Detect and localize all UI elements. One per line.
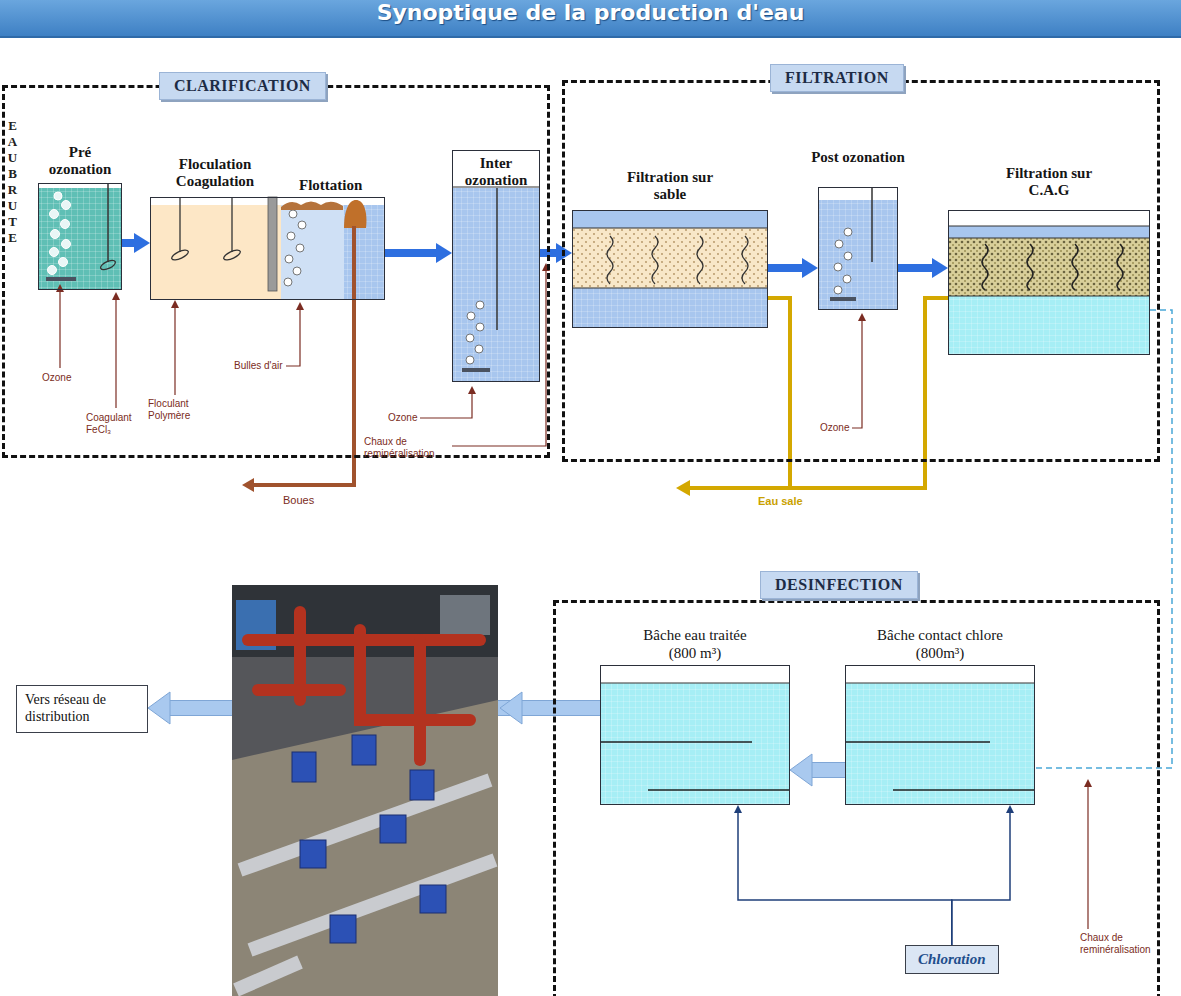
tank-heading: Bâche contact chlore (800m³) [865,626,1015,662]
sludge-label: Boues [283,494,314,506]
flow-connector [734,805,952,945]
section-frame: FILTRATIONFiltration sur sablePost ozona… [562,80,1160,462]
dosing-label: Coagulant FeCl₃ [86,412,144,436]
dosing-label: Chaux de reminéralisation [1080,932,1168,956]
box-label: Vers réseau de distribution [25,692,139,726]
connector-line [738,812,952,945]
connector-line [952,812,1010,945]
storage-tank: Bâche contact chlore (800m³) [845,665,1035,805]
connector-line [768,264,803,272]
flow-connector [1035,310,1172,768]
flow-connector [790,754,845,786]
flow-connector [768,258,818,278]
arrow-head [790,754,812,786]
dosing-label: Floculant Polymère [148,398,214,422]
dosing-label: Chaux de reminéralisation [364,436,452,460]
flow-connector [122,233,150,253]
flow-connector [898,258,948,278]
ozonation-tank: Inter ozonation [452,150,540,382]
arrow-head [148,692,170,724]
connector-line [811,763,845,777]
tank-heading: Pré ozonation [40,144,120,179]
connector-line [385,249,437,257]
tank-heading: Bâche eau traitée (800 m³) [630,626,760,662]
dosing-label: Bulles d'air [234,360,283,372]
flotation-tank: Floculation CoagulationFlottation [150,197,385,300]
flow-connector [385,243,452,263]
arrow-head [932,258,948,278]
box-label: Chloration [918,951,986,968]
section-heading: CLARIFICATION [159,72,326,100]
tank-heading: Inter ozonation [456,155,536,190]
ozonation-tank: Post ozonation [818,187,898,310]
section-frame: CLARIFICATIONPré ozonationFloculation Co… [2,85,550,458]
arrow-head [436,243,452,263]
tank-heading: Post ozonation [811,149,905,166]
section-heading: DESINFECTION [760,571,918,599]
dosing-label: Ozone [820,422,849,434]
inlet-label: EAU BRUTE [6,118,19,246]
connector-line [122,239,135,247]
tank-heading: Flottation [299,177,362,194]
flow-connector [952,805,1014,945]
dosing-label: Ozone [42,372,71,384]
outlet-box: Vers réseau de distribution [16,685,148,733]
chlorination-box: Chloration [905,945,999,974]
flow-connector [540,243,572,263]
arrow-head [1006,805,1014,813]
storage-tank: Bâche eau traitée (800 m³) [600,665,790,805]
sand-filter: Filtration sur sable [572,210,768,328]
ozonation-tank: Pré ozonation [38,183,122,290]
dosing-label: Ozone [388,412,417,424]
connector-line [1035,310,1172,768]
section-frame: DESINFECTIONBâche eau traitée (800 m³)Bâ… [553,600,1160,996]
arrow-head [134,233,150,253]
arrow-head [802,258,818,278]
tank-heading: Floculation Coagulation [159,156,271,191]
carbon-filter: Filtration sur C.A.G [948,210,1150,355]
connector-outline [811,762,845,778]
connector-line [898,264,933,272]
arrow-head [734,805,742,813]
tank-heading: Filtration sur C.A.G [989,165,1109,200]
title-banner: Synoptique de la production d'eau [0,0,1181,38]
tank-heading: Filtration sur sable [610,169,730,204]
wash-water-label: Eau sale [758,495,803,507]
section-heading: FILTRATION [770,64,904,92]
